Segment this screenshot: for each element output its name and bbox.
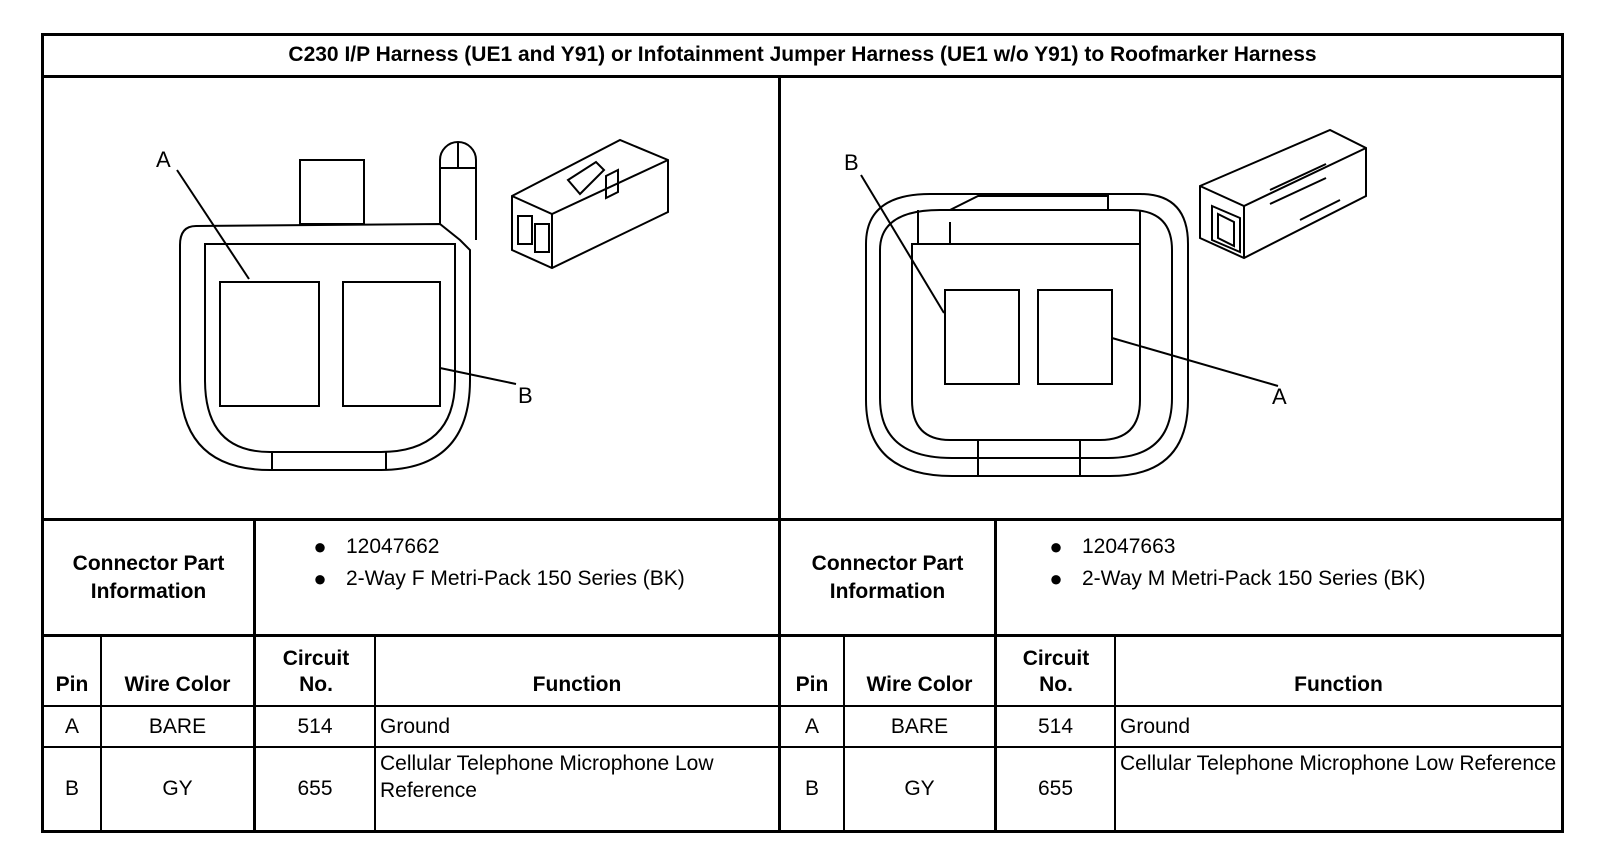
- part-info-list: ● 12047663 ● 2-Way M Metri-Pack 150 Series…: [1036, 531, 1425, 595]
- table-cell: B: [804, 777, 819, 800]
- bullet-icon: ●: [1049, 566, 1063, 591]
- bullet-icon: ●: [1049, 534, 1063, 559]
- male-connector-iso-view: [1199, 128, 1367, 260]
- pin-a-callout: A: [156, 147, 171, 172]
- part-info-list: ● 12047662 ● 2-Way F Metri-Pack 150 Series…: [300, 531, 685, 595]
- list-item: ● 12047663: [1036, 531, 1425, 563]
- female-connector-iso-view: [511, 138, 669, 270]
- pin-b-callout: B: [518, 383, 533, 408]
- header-function: Function: [1294, 672, 1383, 696]
- table-cell: A: [804, 714, 819, 738]
- divider: [41, 75, 1564, 78]
- table-cell: 655: [1037, 777, 1074, 800]
- connector-part-info-label: Connector Part Information: [72, 551, 225, 603]
- table-cell: B: [64, 777, 79, 800]
- divider: [1114, 634, 1116, 833]
- table-cell: Ground: [380, 714, 451, 738]
- divider: [100, 634, 102, 833]
- table-cell: GY: [162, 777, 193, 800]
- list-item: ● 2-Way M Metri-Pack 150 Series (BK): [1036, 563, 1425, 595]
- table-cell: Cellular Telephone Microphone Low Refere…: [1120, 752, 1557, 775]
- pin-b-callout: B: [844, 150, 859, 175]
- part-description: 2-Way F Metri-Pack 150 Series (BK): [346, 567, 685, 590]
- header-function: Function: [532, 672, 622, 696]
- table-cell: 655: [297, 777, 333, 800]
- part-number: 12047663: [1082, 535, 1176, 558]
- part-number: 12047662: [346, 535, 440, 558]
- divider: [41, 746, 1564, 748]
- header-pin: Pin: [795, 672, 829, 696]
- table-cell: BARE: [890, 714, 949, 738]
- table-cell: BARE: [148, 714, 207, 738]
- list-item: ● 12047662: [300, 531, 685, 563]
- divider: [41, 705, 1564, 707]
- table-cell: 514: [1037, 714, 1074, 738]
- diagram-title: C230 I/P Harness (UE1 and Y91) or Infota…: [288, 43, 1317, 66]
- table-cell: GY: [904, 777, 935, 800]
- pin-a-callout: A: [1272, 384, 1287, 409]
- divider: [778, 75, 781, 833]
- divider: [843, 634, 845, 833]
- list-item: ● 2-Way F Metri-Pack 150 Series (BK): [300, 563, 685, 595]
- header-pin: Pin: [55, 672, 89, 696]
- table-frame: [41, 33, 1564, 833]
- connector-part-info-label: Connector Part Information: [811, 551, 964, 603]
- part-description: 2-Way M Metri-Pack 150 Series (BK): [1082, 567, 1426, 590]
- table-cell: Ground: [1120, 714, 1191, 738]
- divider: [994, 518, 997, 833]
- header-circuit-no: Circuit No.: [282, 647, 350, 696]
- divider: [41, 634, 1564, 637]
- table-cell: Cellular Telephone Microphone Low Refere…: [380, 752, 714, 802]
- bullet-icon: ●: [313, 566, 327, 591]
- divider: [253, 518, 256, 833]
- divider: [374, 634, 376, 833]
- header-wire-color: Wire Color: [866, 672, 973, 696]
- header-wire-color: Wire Color: [124, 672, 231, 696]
- divider: [41, 518, 1564, 521]
- header-circuit-no: Circuit No.: [1022, 647, 1090, 696]
- table-cell: A: [64, 714, 79, 738]
- table-cell: 514: [297, 714, 333, 738]
- bullet-icon: ●: [313, 534, 327, 559]
